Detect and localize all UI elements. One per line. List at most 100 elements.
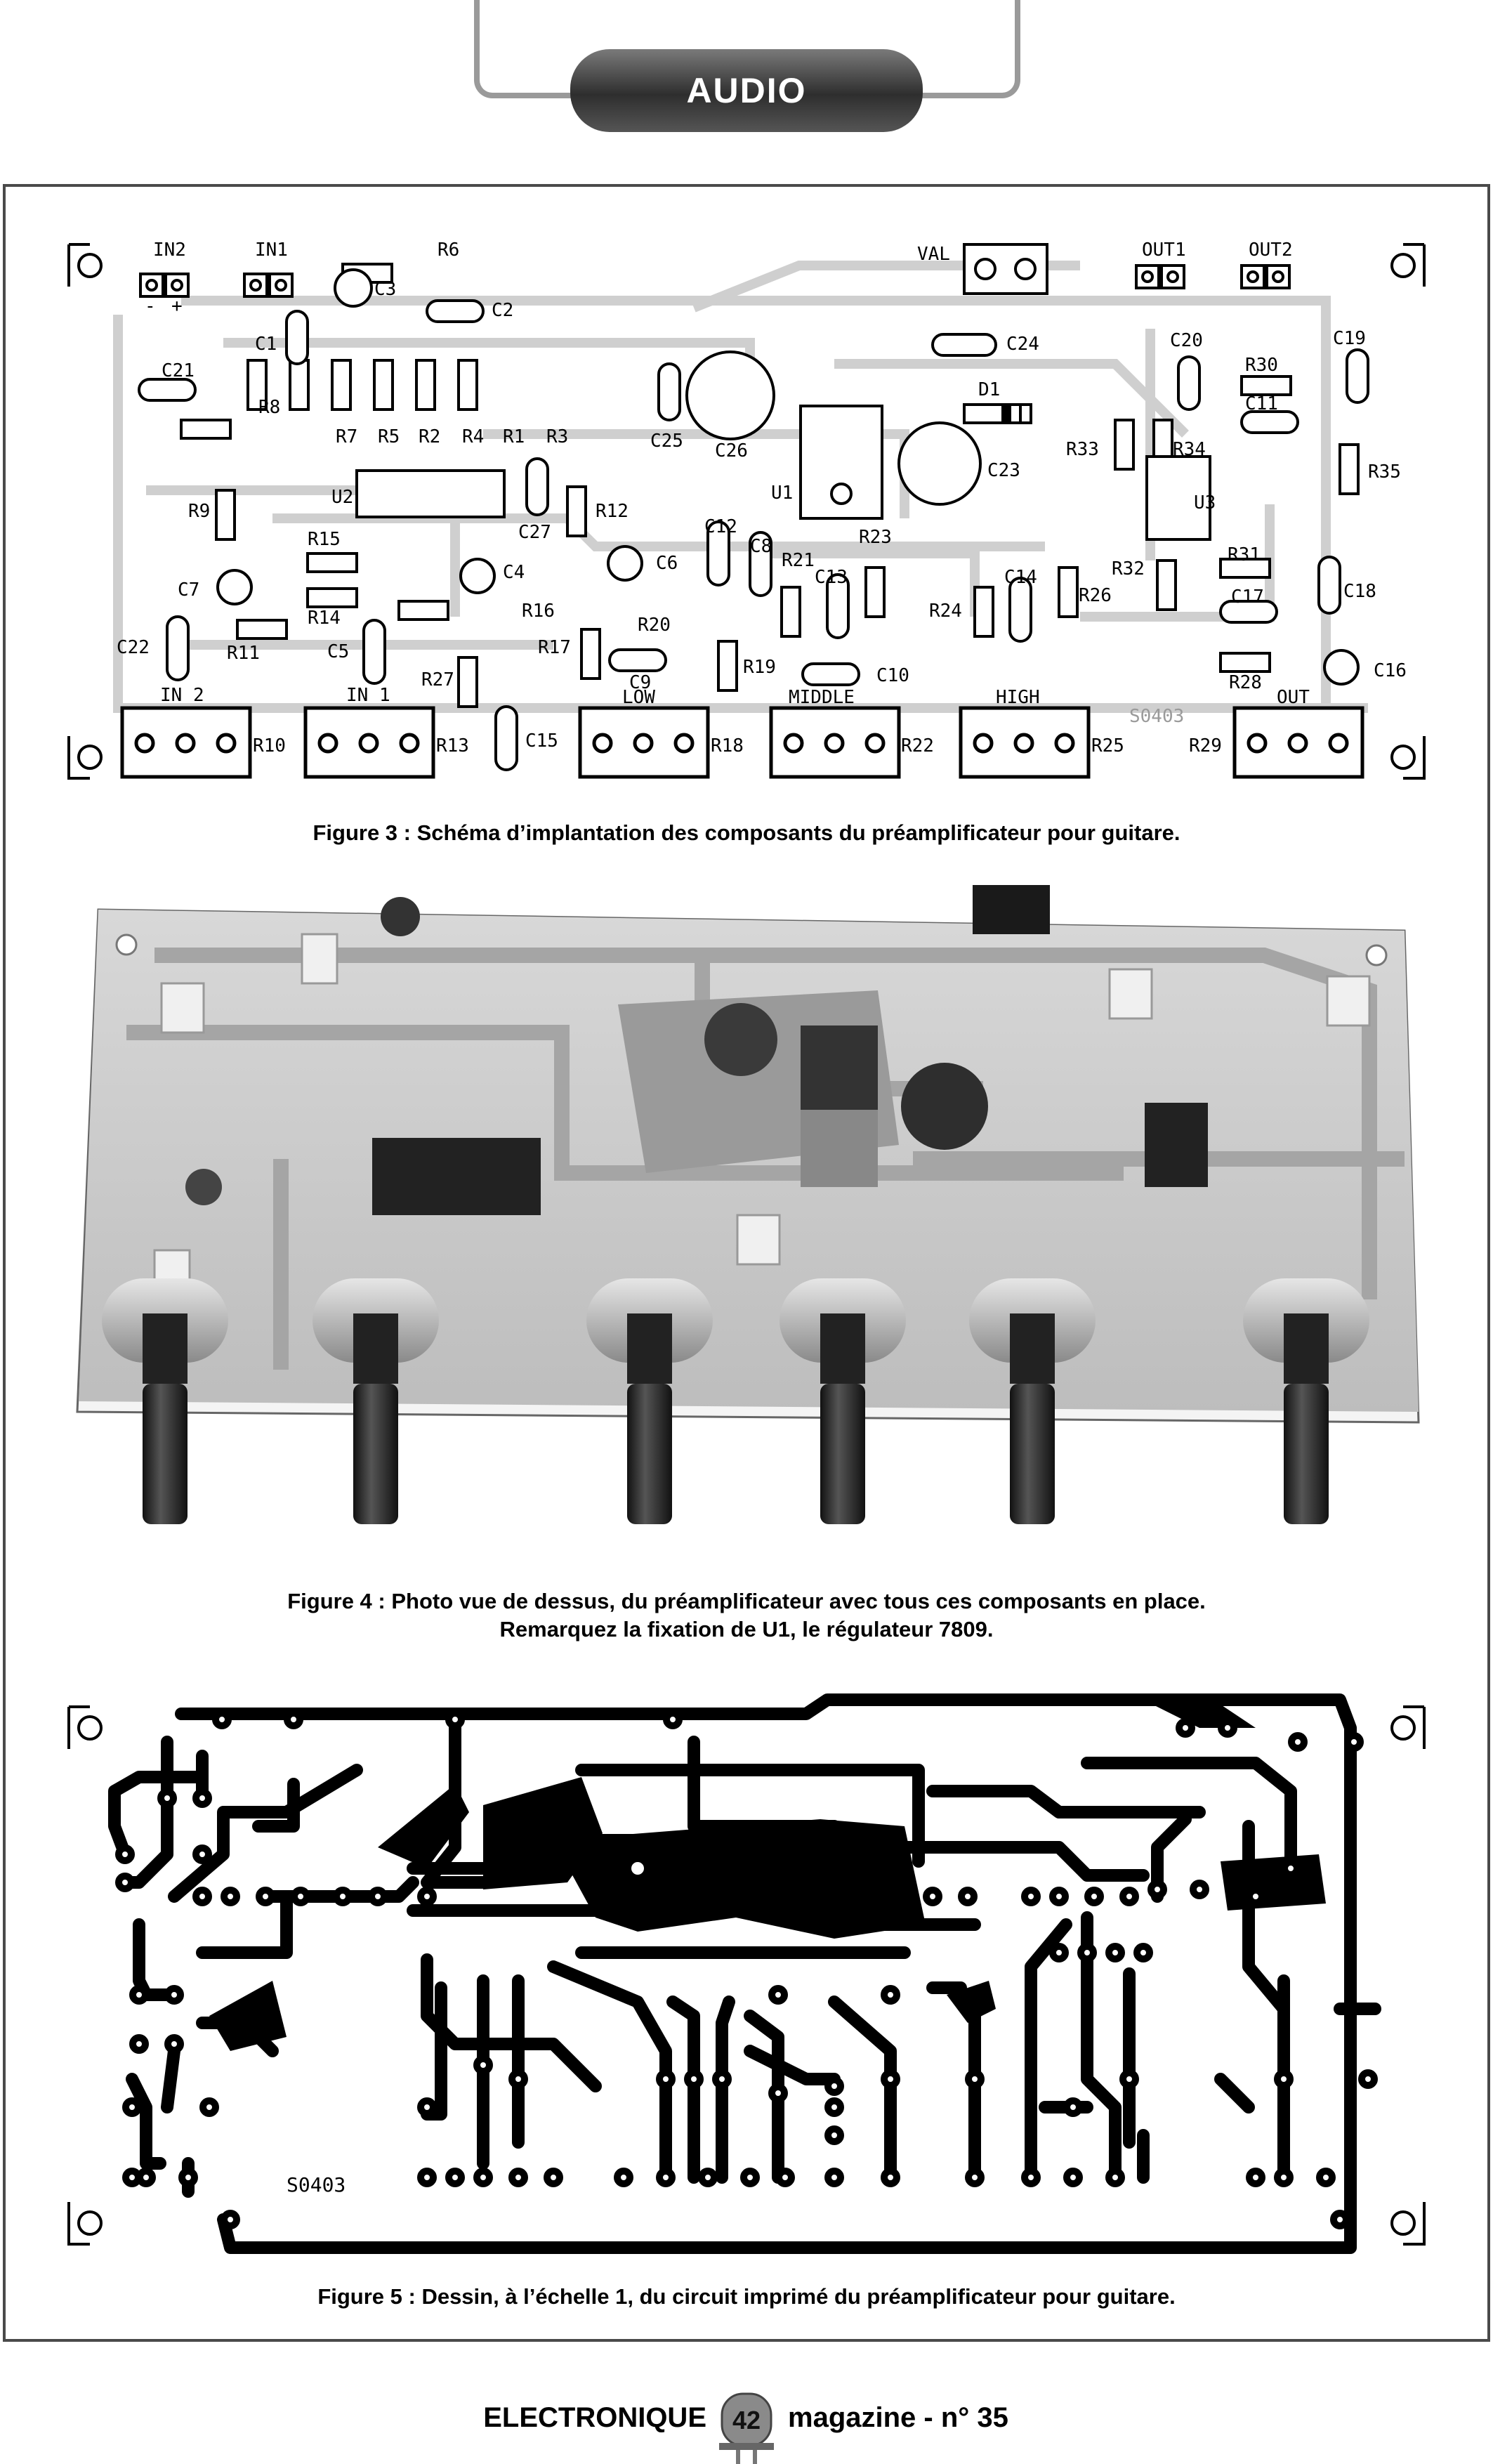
label-r17: R17 — [538, 637, 571, 658]
layout-labels: IN2 IN1 - + VAL OUT1 OUT2 R6 C3 C2 C1 C2… — [117, 240, 1407, 756]
label-r9: R9 — [188, 501, 210, 522]
label-c5: C5 — [327, 641, 349, 662]
label-in1: IN1 — [255, 240, 288, 261]
figure4-caption-line2: Remarquez la fixation de U1, le régulate… — [499, 1617, 994, 1641]
label-r30: R30 — [1245, 355, 1278, 376]
label-r16: R16 — [522, 601, 555, 622]
footer-magazine-name: ELECTRONIQUE — [483, 2402, 706, 2433]
label-minus: - — [145, 296, 156, 317]
label-r33: R33 — [1066, 439, 1099, 460]
label-r26: R26 — [1079, 585, 1112, 606]
label-c27: C27 — [518, 522, 551, 543]
content-frame — [3, 184, 1490, 2342]
label-low: LOW — [622, 687, 655, 708]
cap-c26-photo — [704, 1003, 777, 1076]
label-c25: C25 — [650, 431, 683, 452]
regulator-tab — [801, 1110, 878, 1187]
label-r15: R15 — [308, 529, 341, 550]
electrolytic-capacitors — [216, 268, 1360, 686]
label-r14: R14 — [308, 608, 341, 629]
label-middle: MIDDLE — [789, 687, 855, 708]
mounting-holes-photo — [115, 933, 1388, 966]
label-r18: R18 — [711, 735, 744, 756]
label-r35: R35 — [1368, 461, 1401, 483]
figure3-caption: Figure 3 : Schéma d’implantation des com… — [0, 819, 1493, 847]
regulator-u1 — [801, 1025, 878, 1110]
film-capacitors — [153, 933, 1371, 1301]
label-r13: R13 — [436, 735, 469, 756]
label-r4: R4 — [462, 426, 484, 447]
copper-pours — [209, 1700, 1326, 2051]
label-c7: C7 — [178, 579, 199, 601]
label-u1: U1 — [771, 483, 793, 504]
figure5-caption: Figure 5 : Dessin, à l’échelle 1, du cir… — [0, 2283, 1493, 2311]
ic-u3 — [1145, 1103, 1208, 1187]
label-c23: C23 — [987, 460, 1020, 481]
label-c14: C14 — [1004, 567, 1037, 588]
label-c3: C3 — [374, 279, 396, 300]
solder-pads — [115, 1710, 1378, 2229]
label-r20: R20 — [638, 615, 671, 636]
label-c12: C12 — [704, 516, 737, 537]
label-c22: C22 — [117, 637, 150, 658]
label-out: OUT — [1277, 687, 1310, 708]
page-number: 42 — [732, 2406, 761, 2434]
label-r27: R27 — [421, 669, 454, 690]
label-u2: U2 — [331, 487, 353, 508]
label-r3: R3 — [546, 426, 568, 447]
figure3-caption-text: Figure 3 : Schéma d’implantation des com… — [313, 820, 1180, 845]
figure4-caption: Figure 4 : Photo vue de dessus, du préam… — [0, 1587, 1493, 1644]
label-in2-pot: IN 2 — [160, 685, 204, 706]
led-page-icon: 42 — [719, 2392, 774, 2464]
figure5-caption-text: Figure 5 : Dessin, à l’échelle 1, du cir… — [317, 2284, 1176, 2309]
label-r19: R19 — [743, 657, 776, 678]
copper-traces — [108, 1693, 1381, 2254]
cap-c7-photo — [185, 1169, 222, 1205]
label-c17: C17 — [1231, 586, 1264, 608]
label-c24: C24 — [1006, 334, 1039, 355]
label-r22: R22 — [901, 735, 934, 756]
potentiometers — [120, 706, 1364, 779]
label-c10: C10 — [876, 665, 909, 686]
label-c13: C13 — [815, 567, 848, 588]
label-c6: C6 — [656, 553, 678, 574]
label-in1-pot: IN 1 — [346, 685, 390, 706]
label-r28: R28 — [1229, 672, 1262, 693]
page-footer: ELECTRONIQUE 42 magazine - n° 35 — [0, 2388, 1493, 2464]
diode — [963, 403, 1022, 424]
label-c26: C26 — [715, 440, 748, 461]
capacitors — [138, 299, 1369, 771]
label-c4: C4 — [503, 562, 525, 583]
label-c9: C9 — [629, 672, 651, 693]
figure5-pcb-artwork: S0403 — [67, 1693, 1426, 2254]
figure4-board-photo — [76, 885, 1420, 1543]
cap-c23-photo — [901, 1063, 988, 1150]
label-c18: C18 — [1343, 581, 1376, 602]
label-c19: C19 — [1333, 328, 1366, 349]
label-d1: D1 — [978, 379, 1000, 400]
label-in2: IN2 — [153, 240, 186, 261]
pots-with-knobs — [102, 1278, 1369, 1543]
label-r2: R2 — [419, 426, 440, 447]
label-c11: C11 — [1245, 393, 1278, 414]
label-r11: R11 — [227, 643, 260, 664]
label-r31: R31 — [1228, 544, 1261, 565]
label-r32: R32 — [1112, 558, 1145, 579]
pcb-code: S0403 — [287, 2173, 346, 2196]
label-c15: C15 — [525, 730, 558, 752]
integrated-circuits — [355, 405, 1211, 541]
label-c21: C21 — [162, 360, 195, 381]
label-r21: R21 — [782, 550, 815, 571]
label-r1: R1 — [503, 426, 525, 447]
label-plus: + — [171, 296, 183, 317]
label-r29: R29 — [1189, 735, 1222, 756]
footer-issue: magazine - n° 35 — [788, 2402, 1008, 2433]
label-out2: OUT2 — [1249, 240, 1293, 261]
label-r12: R12 — [596, 501, 629, 522]
board-code: S0403 — [1129, 706, 1184, 727]
label-c20: C20 — [1170, 330, 1203, 351]
label-c16: C16 — [1374, 660, 1407, 681]
pcb-mounting-holes — [67, 1705, 1426, 2246]
label-r24: R24 — [929, 601, 962, 622]
label-r8: R8 — [258, 397, 280, 418]
